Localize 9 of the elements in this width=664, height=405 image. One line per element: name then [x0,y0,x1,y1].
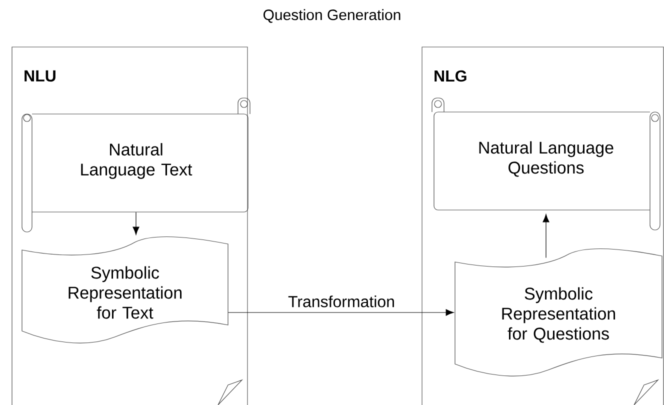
arrow [542,214,550,258]
title: Question Generation [264,9,400,23]
arrow [228,309,454,316]
node-label: Natural Language Questions [479,141,614,177]
arrow [132,212,140,235]
node-label: NLG [434,70,466,82]
node-label: Natural Language Text [81,143,192,179]
edge-label: Transformation [287,294,396,308]
node-label: NLU [24,70,56,82]
